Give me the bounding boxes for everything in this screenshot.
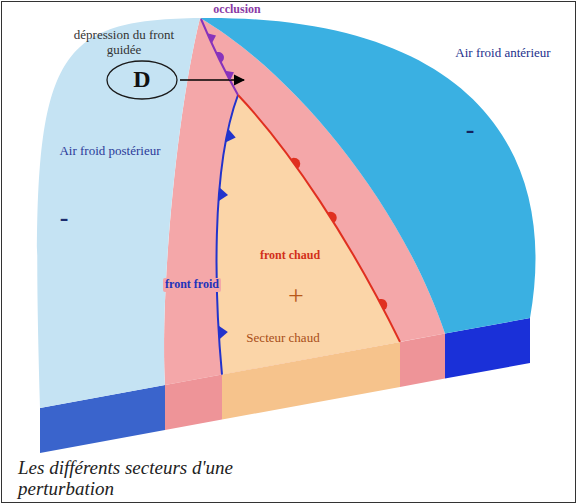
warm-sector-region: + Secteur chaud [208, 92, 403, 377]
pressure-sign: + [288, 280, 304, 312]
figure-caption: Les différents secteurs d'une perturbati… [18, 457, 318, 499]
pressure-sign: - [60, 203, 69, 233]
occlusion-symbol [207, 33, 216, 43]
cold-front-symbol [225, 129, 235, 143]
cold-front-symbol [218, 325, 228, 339]
warm-front-symbol [291, 158, 300, 169]
cold-front-symbol [218, 187, 228, 201]
region-fill [37, 18, 200, 408]
occlusion-symbol [225, 71, 234, 81]
pressure-letter: D [133, 66, 150, 94]
air-mass-label: Air froid postérieur [59, 144, 160, 159]
front-name: front chaud [260, 249, 320, 263]
front-name: front froid [163, 278, 221, 292]
warm-front-symbol [378, 299, 387, 310]
depression-label: dépression du front guidée [61, 28, 187, 58]
cold-front-line [217, 95, 238, 375]
region-fill [217, 95, 400, 375]
ground-slab [400, 334, 445, 387]
air-mass-label: Air froid antérieur [455, 46, 550, 61]
front-name: occlusion [213, 3, 260, 17]
occlusion-symbol [216, 52, 224, 62]
motion-arrow [180, 79, 244, 81]
occlusion-line [201, 19, 238, 95]
ground-slab [165, 375, 222, 430]
pressure-sign: - [466, 115, 475, 145]
low-pressure-ellipse: D [106, 60, 178, 100]
sector-label: Secteur chaud [246, 331, 319, 346]
posterior-air-region: dépression du front guidéeAir froid post… [35, 14, 205, 412]
ellipse-outline [107, 61, 177, 99]
warm-front-line [238, 95, 400, 342]
warm-front-symbol [327, 212, 336, 223]
